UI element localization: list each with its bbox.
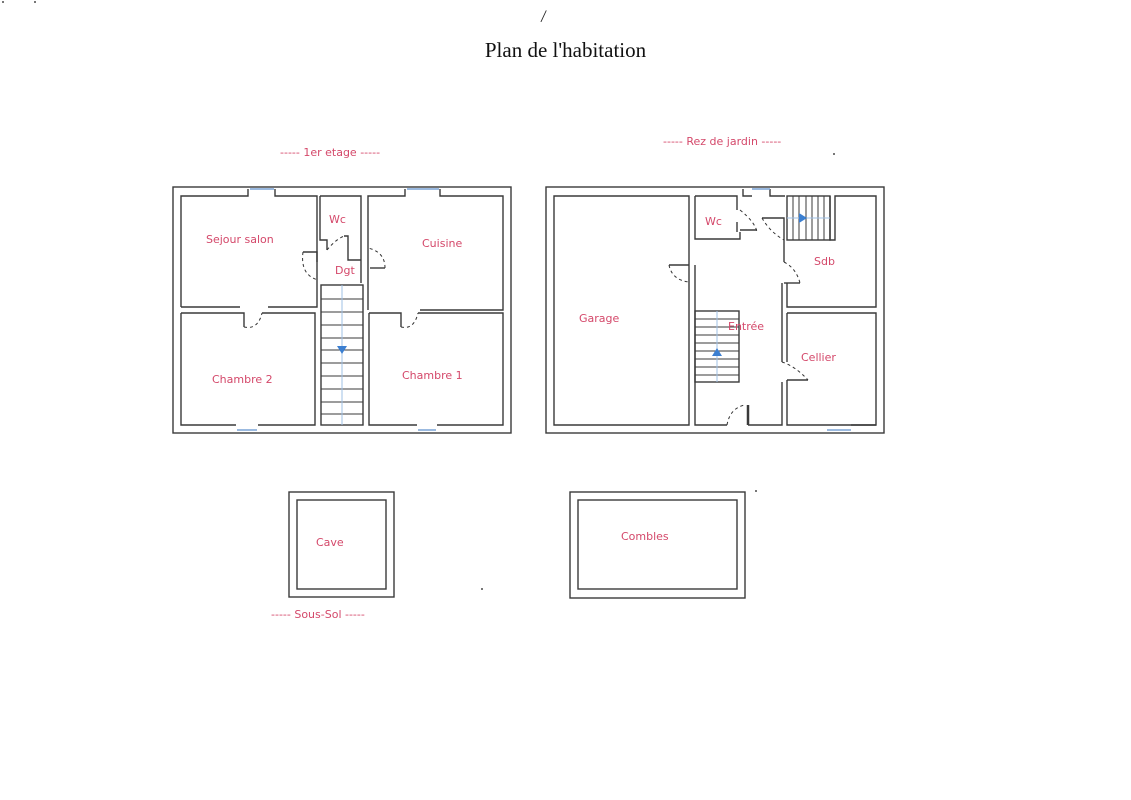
room-label-wc-etage: Wc bbox=[329, 213, 346, 226]
room-label-chambre-2: Chambre 2 bbox=[212, 373, 273, 386]
level-label-rez-de-jardin: ----- Rez de jardin ----- bbox=[663, 135, 782, 148]
scan-speck bbox=[833, 153, 835, 155]
room-label-entree: Entrée bbox=[728, 320, 765, 333]
room-label-sejour-salon: Sejour salon bbox=[206, 233, 274, 246]
room-label-dgt: Dgt bbox=[335, 264, 355, 277]
plan-combles bbox=[569, 491, 746, 599]
room-label-sdb: Sdb bbox=[814, 255, 835, 268]
level-label-1er-etage: ----- 1er etage ----- bbox=[280, 146, 381, 159]
stair-arrows bbox=[337, 213, 830, 425]
room-label-cellier: Cellier bbox=[801, 351, 836, 364]
door-swings bbox=[243, 209, 809, 426]
room-label-chambre-1: Chambre 1 bbox=[402, 369, 463, 382]
level-label-sous-sol: ----- Sous-Sol ----- bbox=[271, 608, 365, 621]
room-label-garage: Garage bbox=[579, 312, 620, 325]
plan-rez-de-jardin bbox=[545, 186, 885, 434]
scan-speck bbox=[481, 588, 483, 590]
room-label-wc-rdj: Wc bbox=[705, 215, 722, 228]
room-label-combles: Combles bbox=[621, 530, 669, 543]
scan-speck bbox=[34, 1, 36, 3]
room-label-cave: Cave bbox=[316, 536, 344, 549]
windows bbox=[237, 188, 851, 431]
plan-1er-etage bbox=[172, 186, 512, 434]
room-label-cuisine: Cuisine bbox=[422, 237, 463, 250]
scan-speck bbox=[2, 1, 4, 3]
page-title: Plan de l'habitation bbox=[484, 38, 647, 62]
scan-speck bbox=[755, 490, 757, 492]
plan-sous-sol bbox=[288, 491, 395, 598]
